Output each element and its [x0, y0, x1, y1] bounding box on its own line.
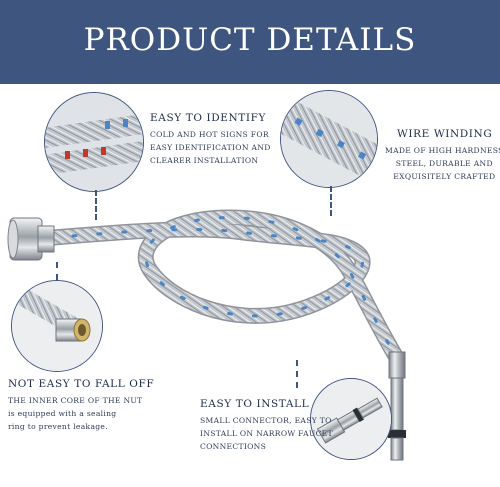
winding-detail-circle — [280, 90, 378, 188]
winding-line: MADE OF HIGH HARDNESS — [385, 146, 500, 155]
falloff-callout: NOT EASY TO FALL OFF THE INNER CORE OF T… — [8, 378, 154, 433]
winding-line: STEEL, DURABLE AND — [395, 159, 493, 168]
header-banner: PRODUCT DETAILS — [0, 0, 500, 84]
threaded-fitting-icon — [388, 351, 406, 461]
winding-description: MADE OF HIGH HARDNESS STEEL, DURABLE AND… — [385, 144, 500, 183]
identify-callout: EASY TO IDENTIFY COLD AND HOT SIGNS FOR … — [150, 112, 271, 167]
nut-core-image — [12, 281, 102, 371]
braid-closeup-image — [45, 93, 143, 191]
falloff-line: is equipped with a sealing — [8, 409, 117, 418]
install-detail-circle — [310, 378, 392, 460]
identify-line: EASY IDENTIFICATION AND — [150, 143, 271, 152]
falloff-detail-circle — [11, 280, 103, 372]
falloff-description: THE INNER CORE OF THE NUT is equipped wi… — [8, 394, 154, 433]
hose-body — [40, 209, 403, 363]
winding-callout: WIRE WINDING MADE OF HIGH HARDNESS STEEL… — [385, 128, 500, 183]
install-line: INSTALL ON NARROW FAUCET — [200, 429, 333, 438]
winding-title: WIRE WINDING — [397, 128, 493, 140]
install-connector-line — [296, 360, 298, 388]
identify-line: CLEARER INSTALLATION — [150, 156, 259, 165]
falloff-line: THE INNER CORE OF THE NUT — [8, 396, 143, 405]
identify-line: COLD AND HOT SIGNS FOR — [150, 130, 269, 139]
identify-title: EASY TO IDENTIFY — [150, 112, 267, 124]
hex-nut-icon — [7, 217, 55, 261]
install-description: SMALL CONNECTOR, EASY TO INSTALL ON NARR… — [200, 414, 333, 453]
winding-connector-line — [330, 186, 332, 216]
falloff-line: ring to prevent leakage. — [8, 422, 108, 431]
install-line: SMALL CONNECTOR, EASY TO — [200, 416, 332, 425]
wire-winding-image — [281, 91, 377, 187]
winding-line: EXQUISITELY CRAFTED — [393, 172, 496, 181]
install-line: CONNECTIONS — [200, 442, 267, 451]
identify-description: COLD AND HOT SIGNS FOR EASY IDENTIFICATI… — [150, 128, 271, 167]
identify-connector-line — [95, 190, 97, 220]
falloff-connector-line — [56, 262, 58, 280]
falloff-title: NOT EASY TO FALL OFF — [8, 378, 155, 390]
identify-detail-circle — [44, 92, 144, 192]
install-callout: EASY TO INSTALL SMALL CONNECTOR, EASY TO… — [200, 398, 333, 453]
install-title: EASY TO INSTALL — [200, 398, 310, 410]
connector-image — [311, 379, 391, 459]
page-title: PRODUCT DETAILS — [83, 22, 417, 58]
